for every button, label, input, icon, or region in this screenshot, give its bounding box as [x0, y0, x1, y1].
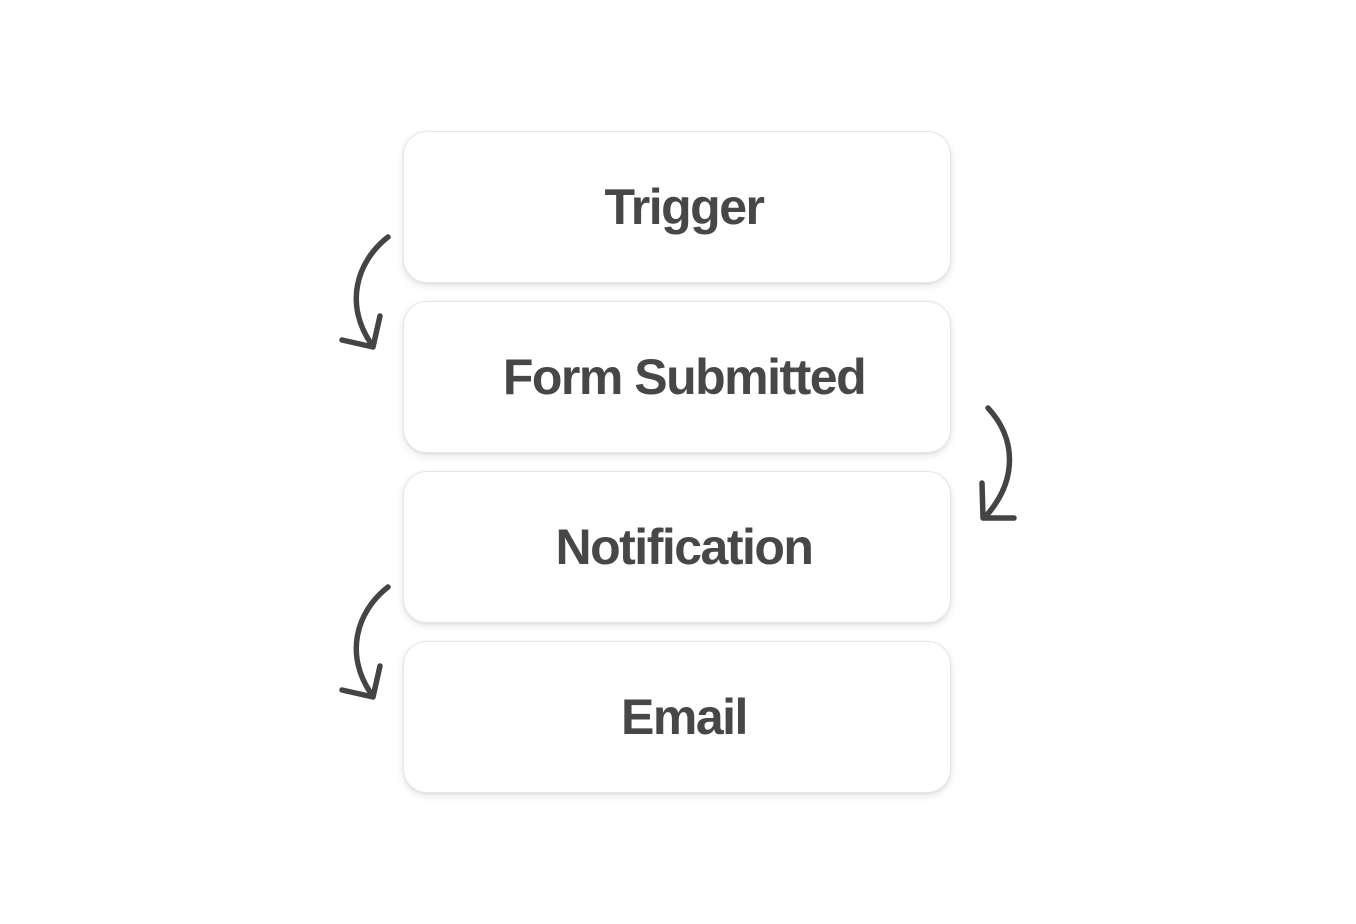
step-card-form-submitted: Form Submitted	[403, 301, 951, 453]
step-label: Email	[621, 689, 748, 745]
step-card-notification: Notification	[403, 471, 951, 623]
curved-arrow-icon	[979, 405, 1017, 521]
curved-arrow-icon	[339, 234, 391, 350]
step-card-trigger: Trigger	[403, 131, 951, 283]
step-label: Form Submitted	[502, 349, 867, 405]
step-label: Trigger	[604, 179, 765, 235]
curved-arrow-icon	[339, 584, 391, 700]
step-label: Notification	[555, 519, 814, 575]
step-card-email: Email	[403, 641, 951, 793]
